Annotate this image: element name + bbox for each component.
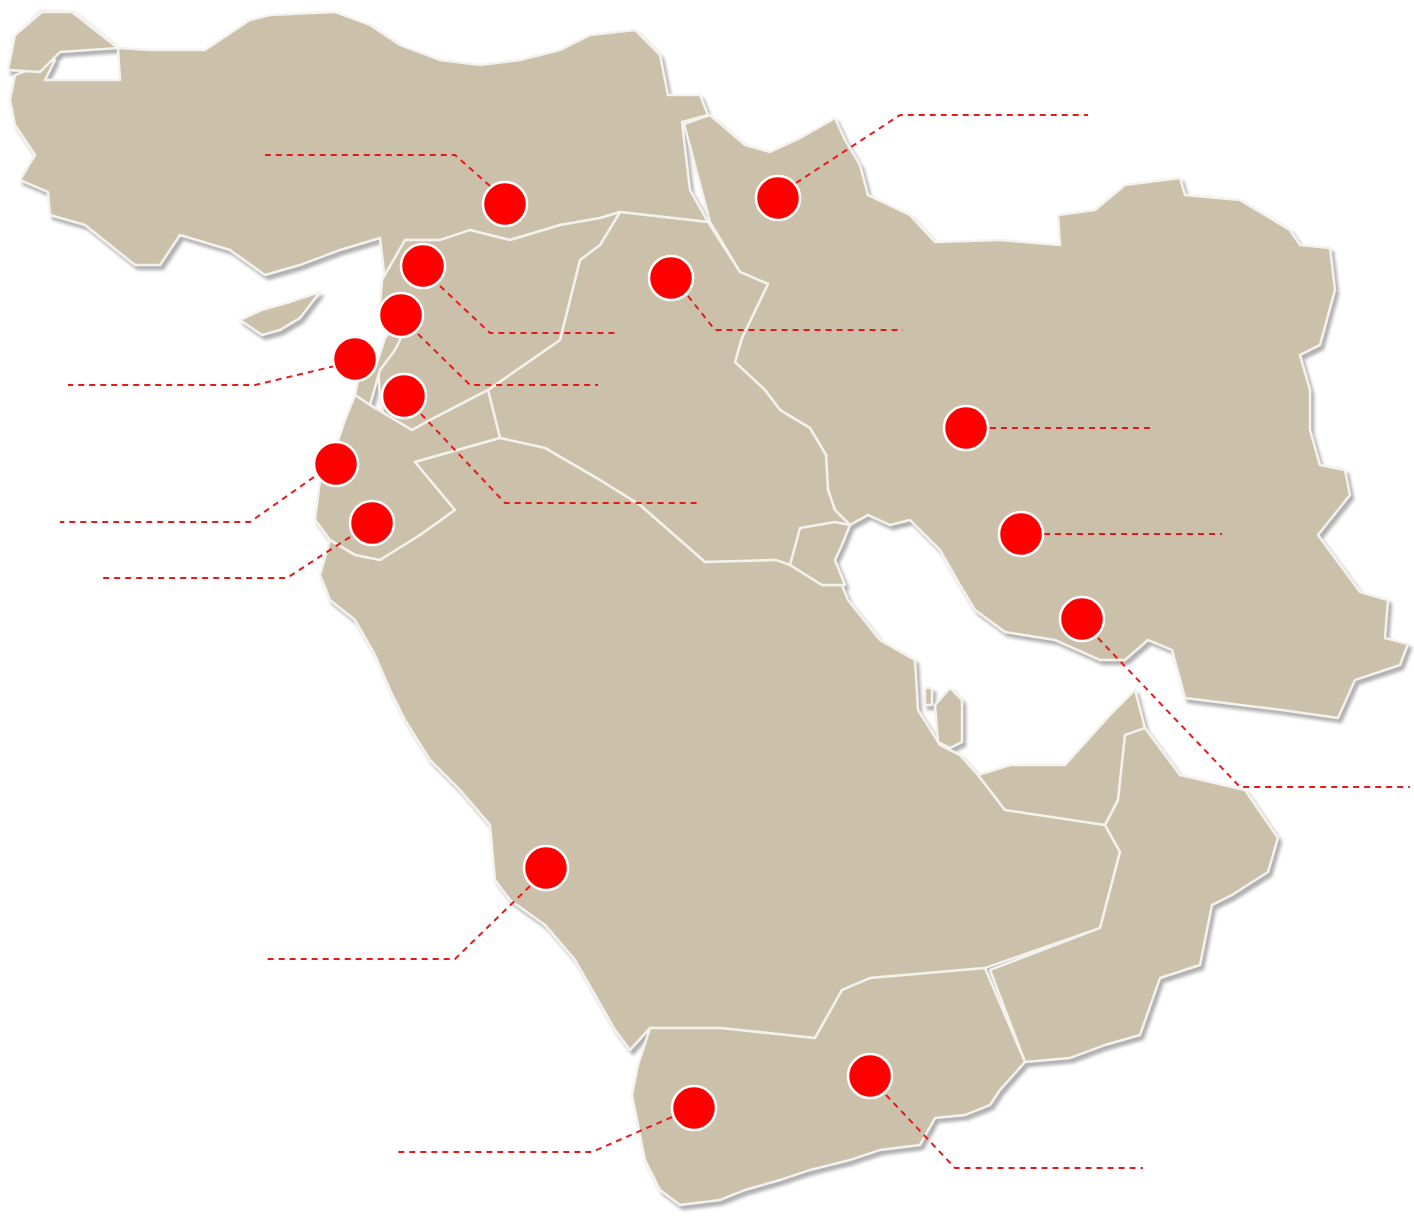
marker-palestine-icon[interactable] xyxy=(348,499,396,547)
leader-line-syria-south xyxy=(417,333,598,386)
region-kuwait[interactable] xyxy=(788,520,852,587)
marker-iraq-icon[interactable] xyxy=(647,254,695,302)
marker-jordan-north-icon[interactable] xyxy=(380,372,428,420)
leader-line-yemen-east xyxy=(885,1094,1143,1169)
leader-line-saudi-arabia xyxy=(267,885,531,960)
marker-caucasus-icon[interactable] xyxy=(754,174,802,222)
leader-line-cyprus-lebanon xyxy=(68,365,336,386)
land-regions xyxy=(6,8,1410,1207)
marker-iran-icon[interactable] xyxy=(942,404,990,452)
leader-line-turkey xyxy=(265,154,491,187)
leader-lines xyxy=(60,114,1410,1169)
marker-israel-icon[interactable] xyxy=(312,440,360,488)
marker-yemen-west-icon[interactable] xyxy=(670,1084,718,1132)
leader-line-syria-north xyxy=(439,285,617,334)
location-markers xyxy=(312,174,1106,1132)
region-cyprus[interactable] xyxy=(238,290,322,337)
leader-line-hormuz xyxy=(1097,637,1410,788)
marker-hormuz-icon[interactable] xyxy=(1058,595,1106,643)
region-bahrain[interactable] xyxy=(923,686,934,707)
marker-iran-south-icon[interactable] xyxy=(997,510,1045,558)
marker-syria-north-icon[interactable] xyxy=(399,242,447,290)
marker-saudi-arabia-icon[interactable] xyxy=(522,844,570,892)
region-qatar[interactable] xyxy=(933,686,964,750)
region-yemen[interactable] xyxy=(630,966,1027,1207)
marker-syria-south-icon[interactable] xyxy=(377,291,425,339)
leader-line-israel xyxy=(60,476,315,523)
leader-line-palestine xyxy=(100,536,351,579)
leader-line-yemen-west xyxy=(395,1116,673,1153)
region-oman[interactable] xyxy=(988,726,1280,1064)
region-thrace xyxy=(6,10,120,74)
marker-turkey-icon[interactable] xyxy=(481,180,529,228)
leader-line-jordan-north xyxy=(420,413,697,504)
marker-yemen-east-icon[interactable] xyxy=(846,1052,894,1100)
leader-line-caucasus xyxy=(795,114,1088,184)
marker-cyprus-lebanon-icon[interactable] xyxy=(331,335,379,383)
leader-line-iraq xyxy=(687,295,903,331)
